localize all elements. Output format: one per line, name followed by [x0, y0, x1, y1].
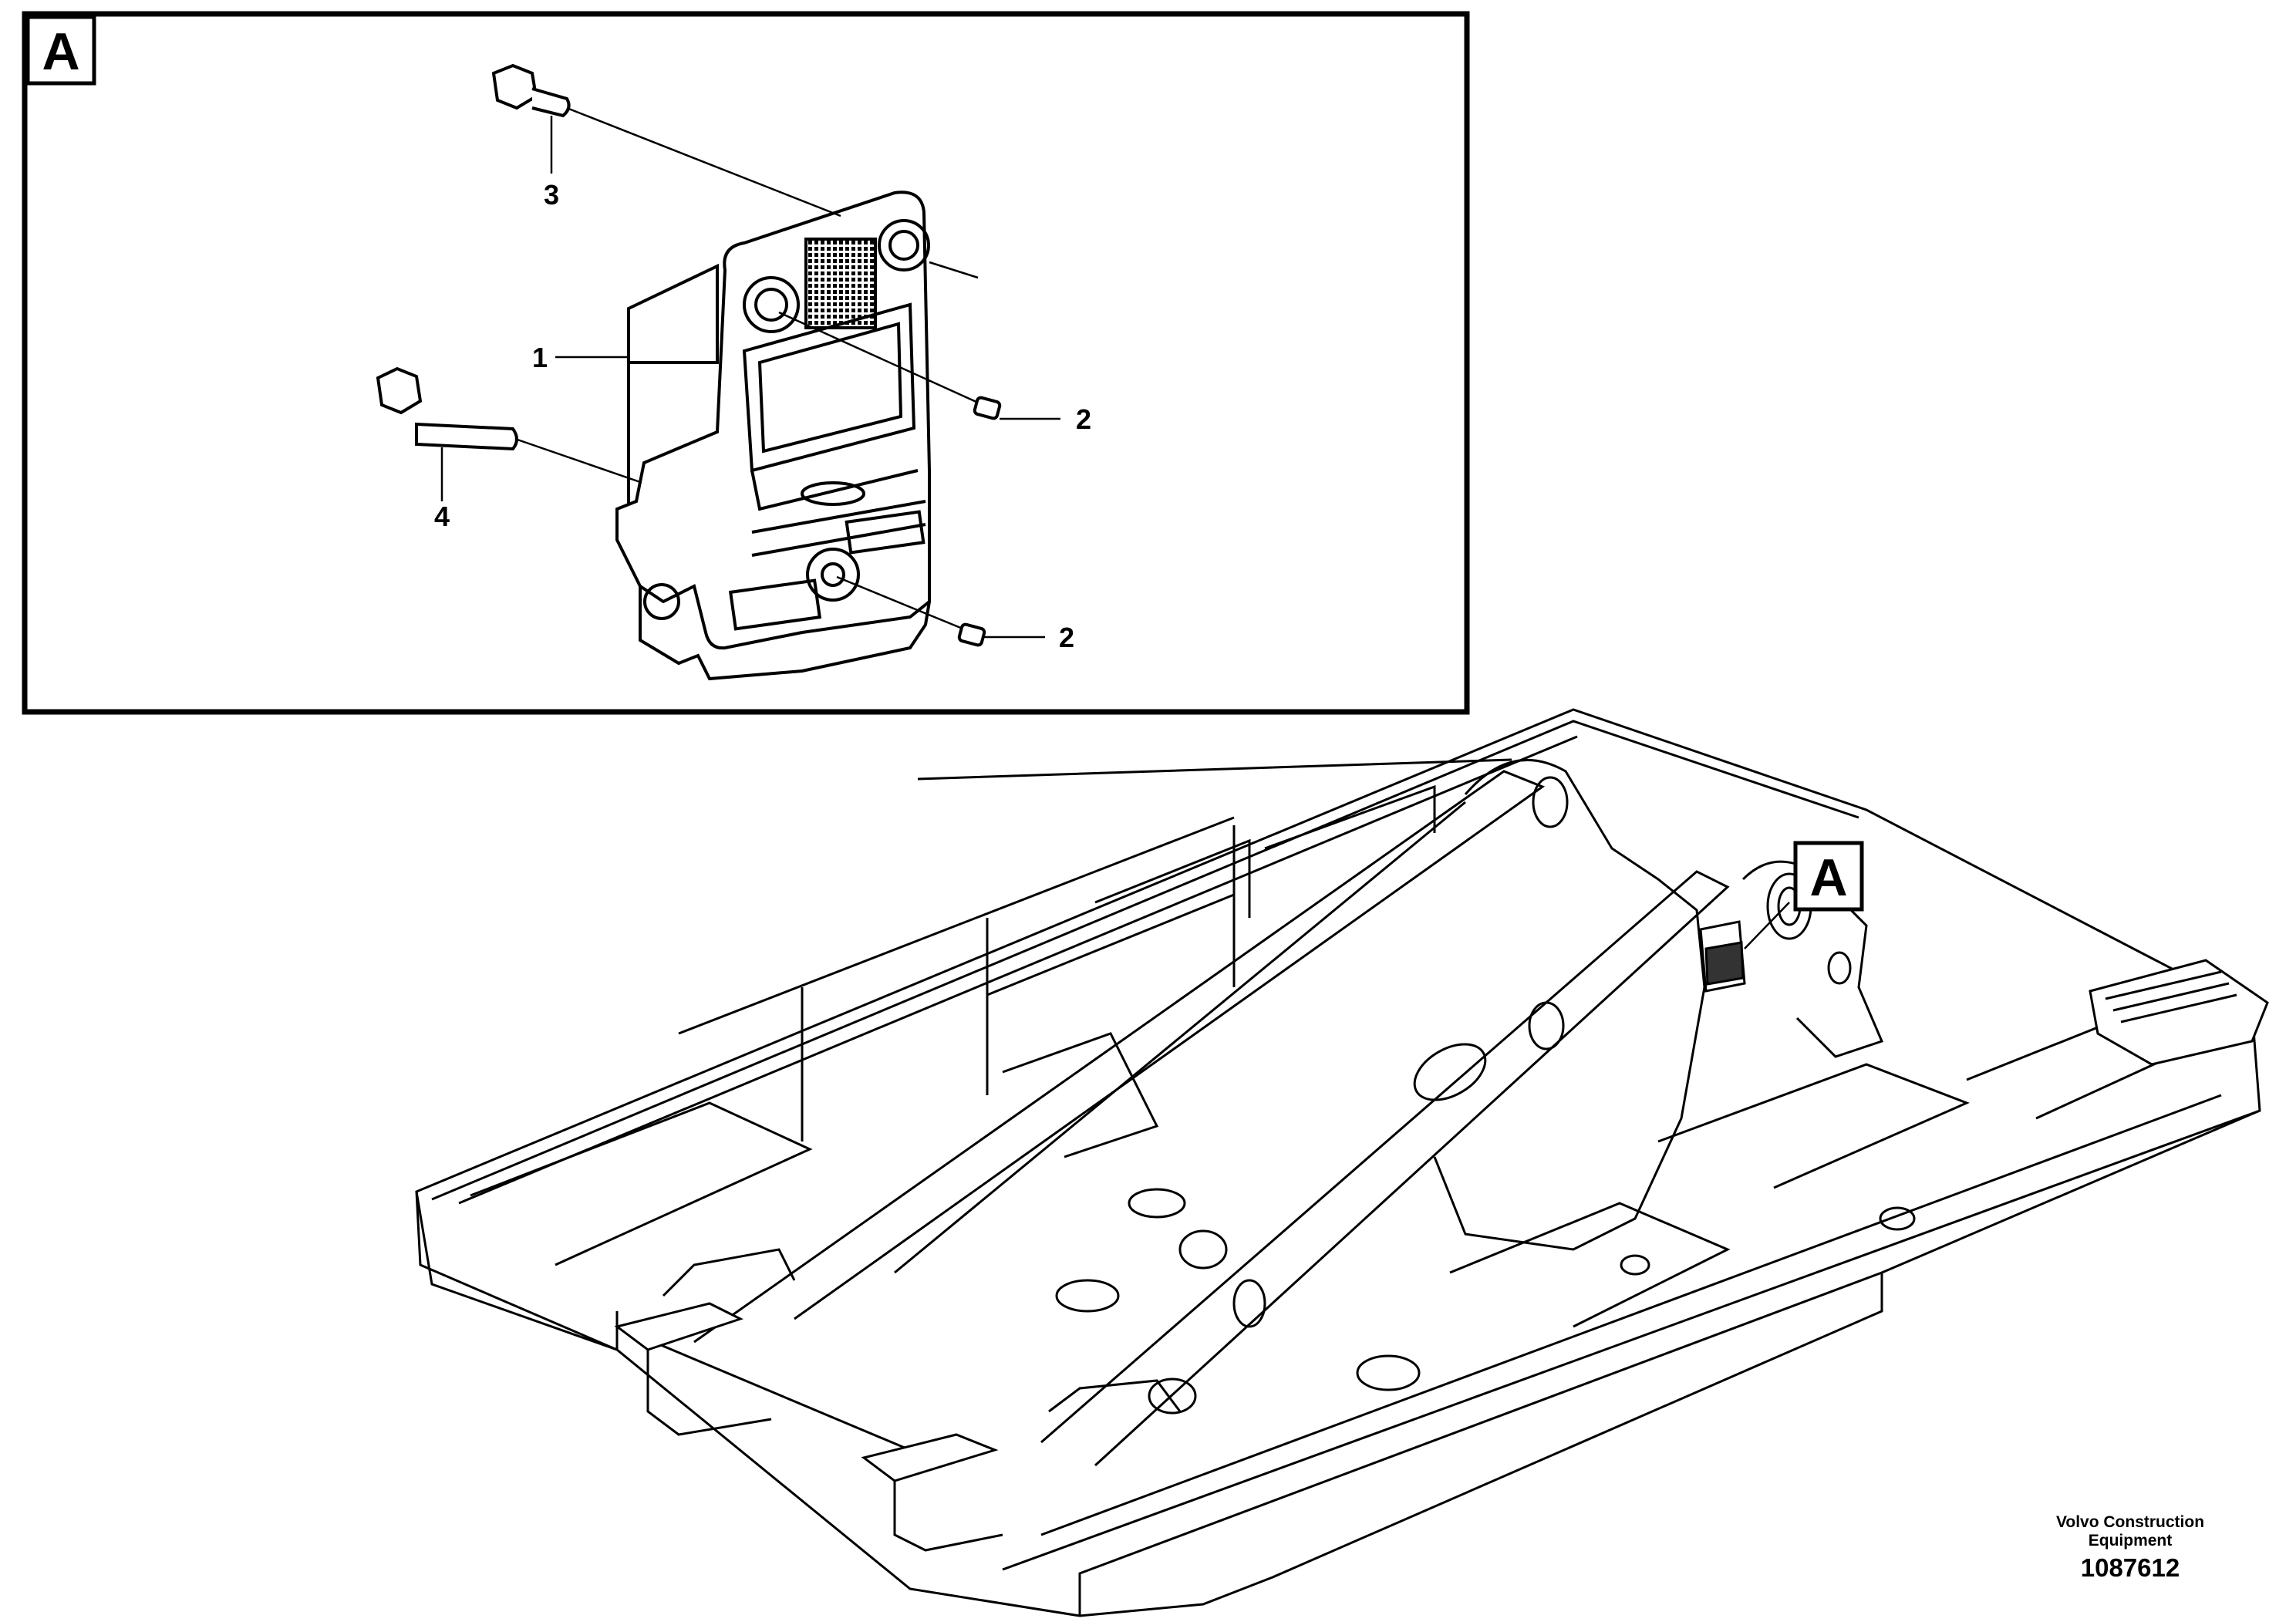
callout-2-bottom: 2 [1059, 622, 1074, 653]
mounted-control-unit [1699, 902, 1790, 993]
drawing-number: 1087612 [2080, 1553, 2180, 1582]
callout-1: 1 [532, 342, 548, 373]
company-name-line2: Equipment [2088, 1532, 2173, 1549]
company-name-line1: Volvo Construction [2055, 1513, 2205, 1531]
leader-lines [440, 116, 1060, 639]
callout-3: 3 [544, 179, 559, 211]
callout-2-top: 2 [1076, 403, 1091, 435]
callout-4: 4 [434, 501, 450, 532]
footer-block: Volvo Construction Equipment 1087612 [2007, 1513, 2254, 1583]
pin-2-top [778, 311, 1002, 420]
control-unit [615, 191, 931, 681]
detail-letter-box [25, 15, 96, 86]
detail-letter: A [42, 22, 79, 81]
frame-marker-box [1793, 841, 1864, 912]
bolt-3 [491, 63, 841, 218]
frame-marker-letter: A [1809, 848, 1847, 907]
detail-box-frame [22, 11, 1470, 715]
bolt-4 [376, 366, 641, 484]
pin-2-bottom [836, 575, 986, 647]
frame-marker-a: A [1793, 841, 1864, 912]
machine-frame [415, 708, 2269, 1617]
detail-box-a: A [22, 11, 1470, 715]
